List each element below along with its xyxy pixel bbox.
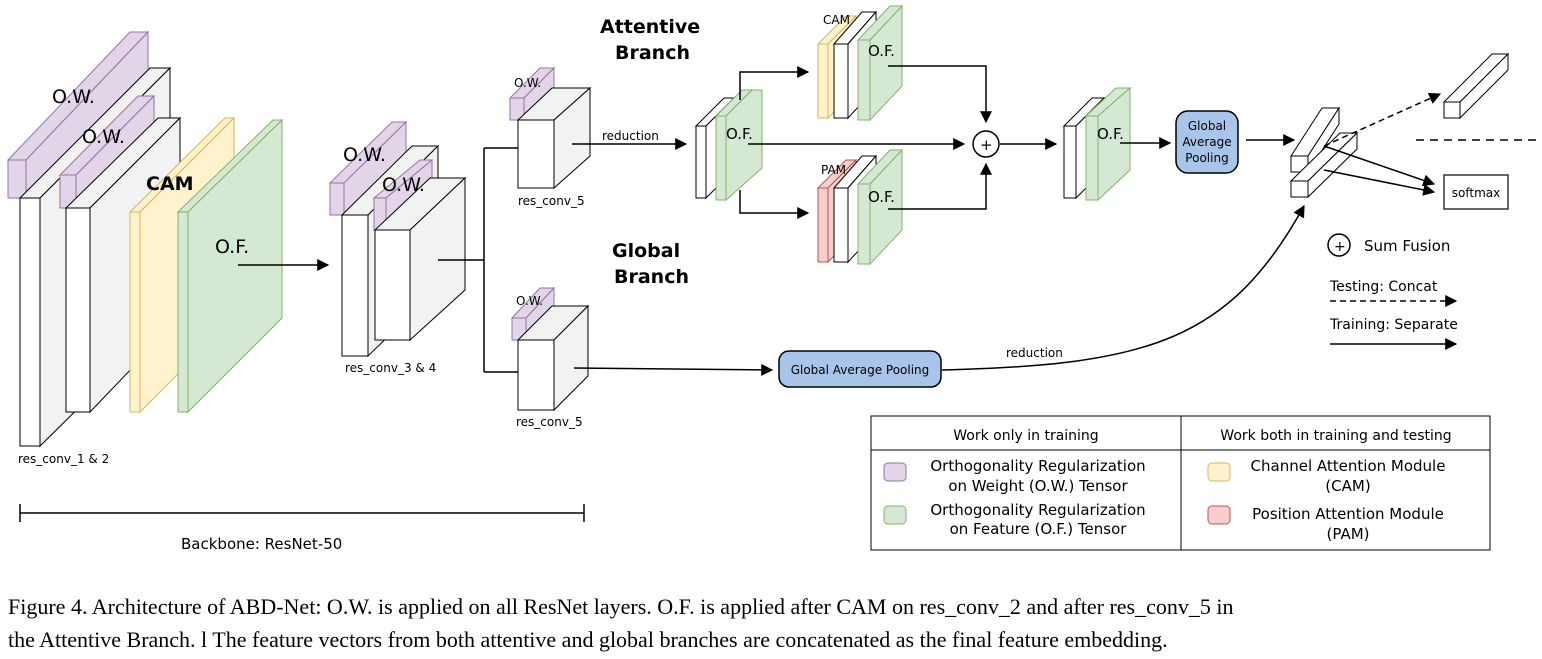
svg-text:Global Average Pooling: Global Average Pooling <box>791 363 930 377</box>
softmax-box: softmax <box>1443 174 1509 210</box>
global-ow-label: O.W. <box>516 294 543 308</box>
legend-col2-header: Work both in training and testing <box>1220 428 1451 444</box>
final-embedding-vector <box>1442 52 1510 120</box>
global-res-conv-5: O.W. res_conv_5 <box>510 286 590 429</box>
of-label: O.F. <box>215 236 249 258</box>
attentive-reduced-feature: O.F. <box>694 89 763 202</box>
svg-text:Global: Global <box>1188 119 1226 133</box>
legend-cam-1: Channel Attention Module <box>1251 457 1446 475</box>
abd-net-architecture-diagram: O.W. O.W. CAM O.F. res_conv_1 & 2 O.W. O… <box>6 4 1536 553</box>
legend-of-1: Orthogonality Regularization <box>930 501 1145 519</box>
cam-label: CAM <box>146 173 194 195</box>
flow-legend: + Sum Fusion Testing: Concat Training: S… <box>1327 233 1458 350</box>
svg-text:softmax: softmax <box>1452 186 1500 200</box>
pam-of-label: O.F. <box>868 188 895 206</box>
pam-module: PAM O.F. <box>816 148 904 266</box>
res-conv-1-2-stack: O.W. O.W. CAM O.F. res_conv_1 & 2 <box>6 30 284 466</box>
global-title-1: Global <box>612 240 680 262</box>
training-label: Training: Separate <box>1329 317 1458 333</box>
cam-slab <box>129 211 141 413</box>
res-conv-3-4-label: res_conv_3 & 4 <box>345 361 436 375</box>
attentive-gap-box: Global Average Pooling <box>1175 110 1239 174</box>
res-conv-3-block <box>341 214 369 357</box>
caption-line-2: the Attentive Branch. l The feature vect… <box>8 627 1168 652</box>
res-conv-4-block <box>374 229 411 341</box>
sum-fusion-node: + <box>972 130 1000 158</box>
ow-label-1: O.W. <box>52 86 95 108</box>
attentive-reduction-label: reduction <box>602 129 659 143</box>
pam-module-label: PAM <box>821 163 846 177</box>
svg-text:Pooling: Pooling <box>1185 151 1228 165</box>
fused-of-label: O.F. <box>1097 125 1124 143</box>
legend-ow-1: Orthogonality Regularization <box>930 457 1145 475</box>
res-conv-2-block <box>65 207 91 413</box>
global-gap-box: Global Average Pooling <box>778 350 942 388</box>
res-conv-1-block <box>19 197 41 447</box>
global-res5-label: res_conv_5 <box>516 415 583 429</box>
legend-pam-1: Position Attention Module <box>1252 505 1444 523</box>
res-conv-1-2-label: res_conv_1 & 2 <box>18 452 109 466</box>
legend-col1-header: Work only in training <box>953 428 1098 444</box>
cam-module-label: CAM <box>823 13 850 27</box>
testing-label: Testing: Concat <box>1329 279 1438 295</box>
caption-line-1: Figure 4. Architecture of ABD-Net: O.W. … <box>8 594 1234 619</box>
res-conv-3-4-stack: O.W. O.W. res_conv_3 & 4 <box>328 120 467 375</box>
attentive-ow-label: O.W. <box>514 76 541 90</box>
ow-label-3: O.W. <box>343 144 386 166</box>
cam-module: CAM O.F. <box>816 4 904 122</box>
svg-text:+: + <box>1334 239 1346 255</box>
legend-table: Work only in training Work both in train… <box>870 415 1491 551</box>
legend-of-2: on Feature (O.F.) Tensor <box>950 520 1128 538</box>
global-reduction-label: reduction <box>1006 346 1063 360</box>
legend-cam-2: (CAM) <box>1325 477 1370 495</box>
attentive-of-label: O.F. <box>726 125 753 143</box>
figure-caption: Figure 4. Architecture of ABD-Net: O.W. … <box>8 590 1538 656</box>
svg-text:Average: Average <box>1182 135 1231 149</box>
sum-fusion-label: Sum Fusion <box>1364 237 1450 255</box>
cam-of-label: O.F. <box>868 42 895 60</box>
legend-pam-2: (PAM) <box>1327 525 1370 543</box>
concat-feature-vectors <box>1289 106 1359 199</box>
attentive-title-1: Attentive <box>600 16 700 38</box>
svg-text:+: + <box>980 136 993 154</box>
legend-ow-2: on Weight (O.W.) Tensor <box>948 477 1128 495</box>
ow-label-4: O.W. <box>382 174 425 196</box>
global-title-2: Branch <box>614 266 689 288</box>
fused-feature: O.F. <box>1062 86 1132 202</box>
attentive-title-2: Branch <box>615 42 690 64</box>
attentive-res5-label: res_conv_5 <box>518 194 585 208</box>
ow-label-2: O.W. <box>82 126 125 148</box>
of-slab <box>177 211 189 413</box>
backbone-span: Backbone: ResNet-50 <box>19 504 585 553</box>
backbone-label: Backbone: ResNet-50 <box>181 535 342 553</box>
attentive-res-conv-5: O.W. res_conv_5 <box>508 66 592 208</box>
